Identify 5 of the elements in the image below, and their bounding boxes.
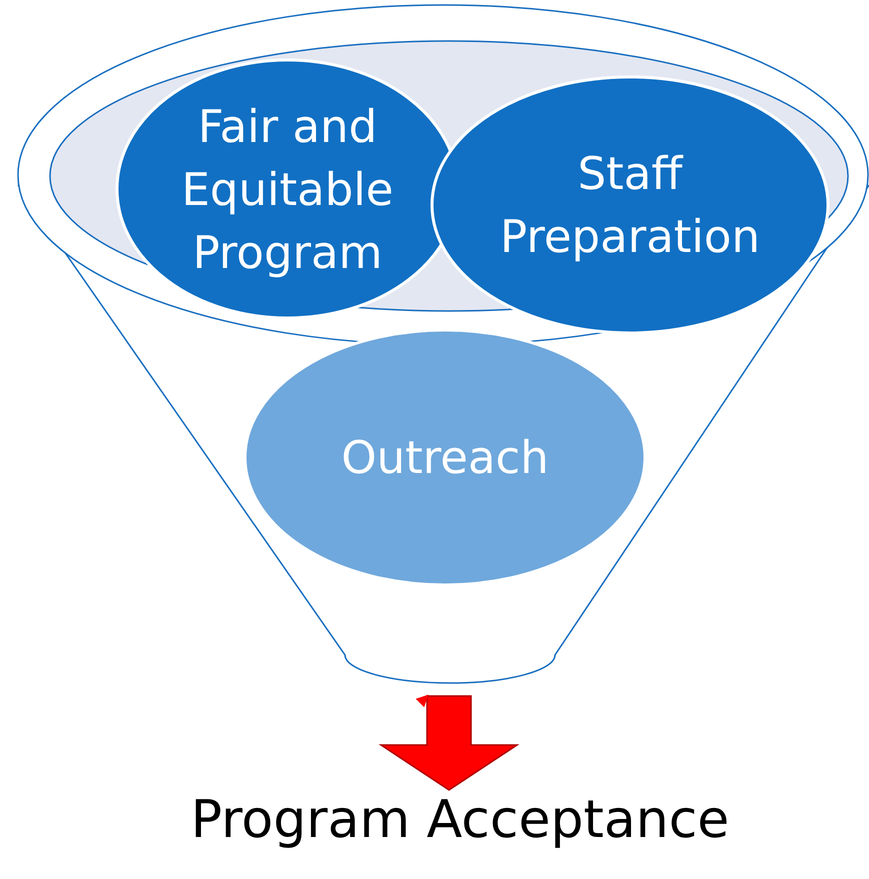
oval-label: Fair and Equitable Program [180, 98, 394, 280]
oval-label: Outreach [341, 430, 549, 486]
oval-label: Staff Preparation [499, 146, 761, 265]
result-label: Program Acceptance [190, 788, 730, 852]
block-arrow [378, 694, 520, 791]
